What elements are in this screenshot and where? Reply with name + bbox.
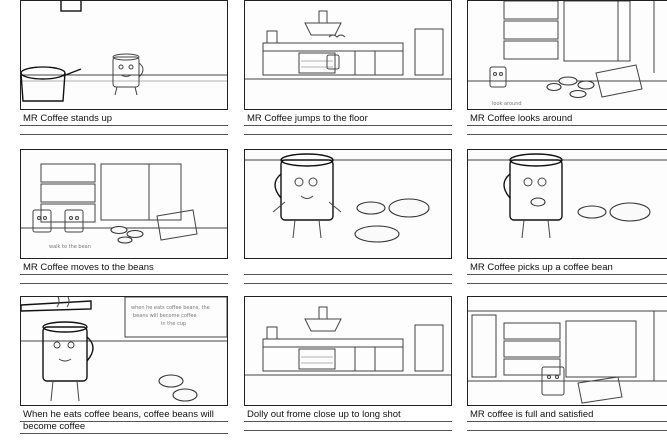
panel-1-caption-line <box>20 125 228 126</box>
panel-7-sketch: when he eats coffee beans, the beans wil… <box>21 297 227 402</box>
panel-7-caption: When he eats coffee beans, coffee beans … <box>23 409 214 432</box>
panel-9-caption-line-2 <box>467 430 667 431</box>
panel-9-sketch <box>468 310 667 404</box>
panel-2-caption-line-2 <box>244 134 452 135</box>
panel-8-caption-line-2 <box>244 430 452 431</box>
panel-9-caption: MR coffee is full and satisfied <box>470 409 594 420</box>
panel-7-caption-line-2 <box>20 433 228 434</box>
panel-2-sketch <box>245 10 451 80</box>
panel-1-frame <box>20 0 228 110</box>
panel-3-annotation: look around <box>492 101 522 107</box>
panel-7-caption-line <box>20 421 228 422</box>
panel-3-caption: MR Coffee looks around <box>470 113 573 124</box>
panel-3-caption-line <box>467 125 667 126</box>
panel-1-sketch <box>21 1 227 102</box>
panel-4-annotation: walk to the bean <box>49 244 91 250</box>
panel-7-note-3: in the cup <box>161 321 186 327</box>
panel-3-caption-line-2 <box>467 134 667 135</box>
panel-4-caption-line-2 <box>20 283 228 284</box>
panel-6-caption: MR Coffee picks up a coffee bean <box>470 262 613 273</box>
panel-5-frame <box>244 149 452 259</box>
panel-7-note-1: when he eats coffee beans, the <box>131 305 210 311</box>
panel-9-frame <box>467 296 667 406</box>
panel-8-caption: Dolly out frome close up to long shot <box>247 409 401 420</box>
panel-8-frame <box>244 296 452 406</box>
panel-6-caption-line <box>467 274 667 275</box>
panel-5-caption-line <box>244 274 452 275</box>
panel-7-note-2: beans will become coffee <box>133 313 197 319</box>
panel-9-caption-line <box>467 421 667 422</box>
panel-7-frame: when he eats coffee beans, the beans wil… <box>20 296 228 406</box>
panel-4-caption: MR Coffee moves to the beans <box>23 262 154 273</box>
panel-6-frame <box>467 149 667 259</box>
panel-3-frame: look around <box>467 0 667 110</box>
panel-8-sketch <box>245 306 451 376</box>
panel-4-caption-line <box>20 274 228 275</box>
panel-6-caption-line-2 <box>467 283 667 284</box>
panel-2-caption-line <box>244 125 452 126</box>
panel-1-caption-line-2 <box>20 134 228 135</box>
panel-2-frame <box>244 0 452 110</box>
panel-1-caption: MR Coffee stands up <box>23 113 113 124</box>
panel-5-caption-line-2 <box>244 283 452 284</box>
panel-6-sketch <box>468 153 667 239</box>
panel-5-sketch <box>245 153 451 243</box>
panel-8-caption-line <box>244 421 452 422</box>
panel-4-sketch: walk to the bean <box>21 163 227 250</box>
panel-4-frame: walk to the bean <box>20 149 228 259</box>
panel-3-sketch: look around <box>468 1 667 107</box>
panel-2-caption: MR Coffee jumps to the floor <box>247 113 368 124</box>
